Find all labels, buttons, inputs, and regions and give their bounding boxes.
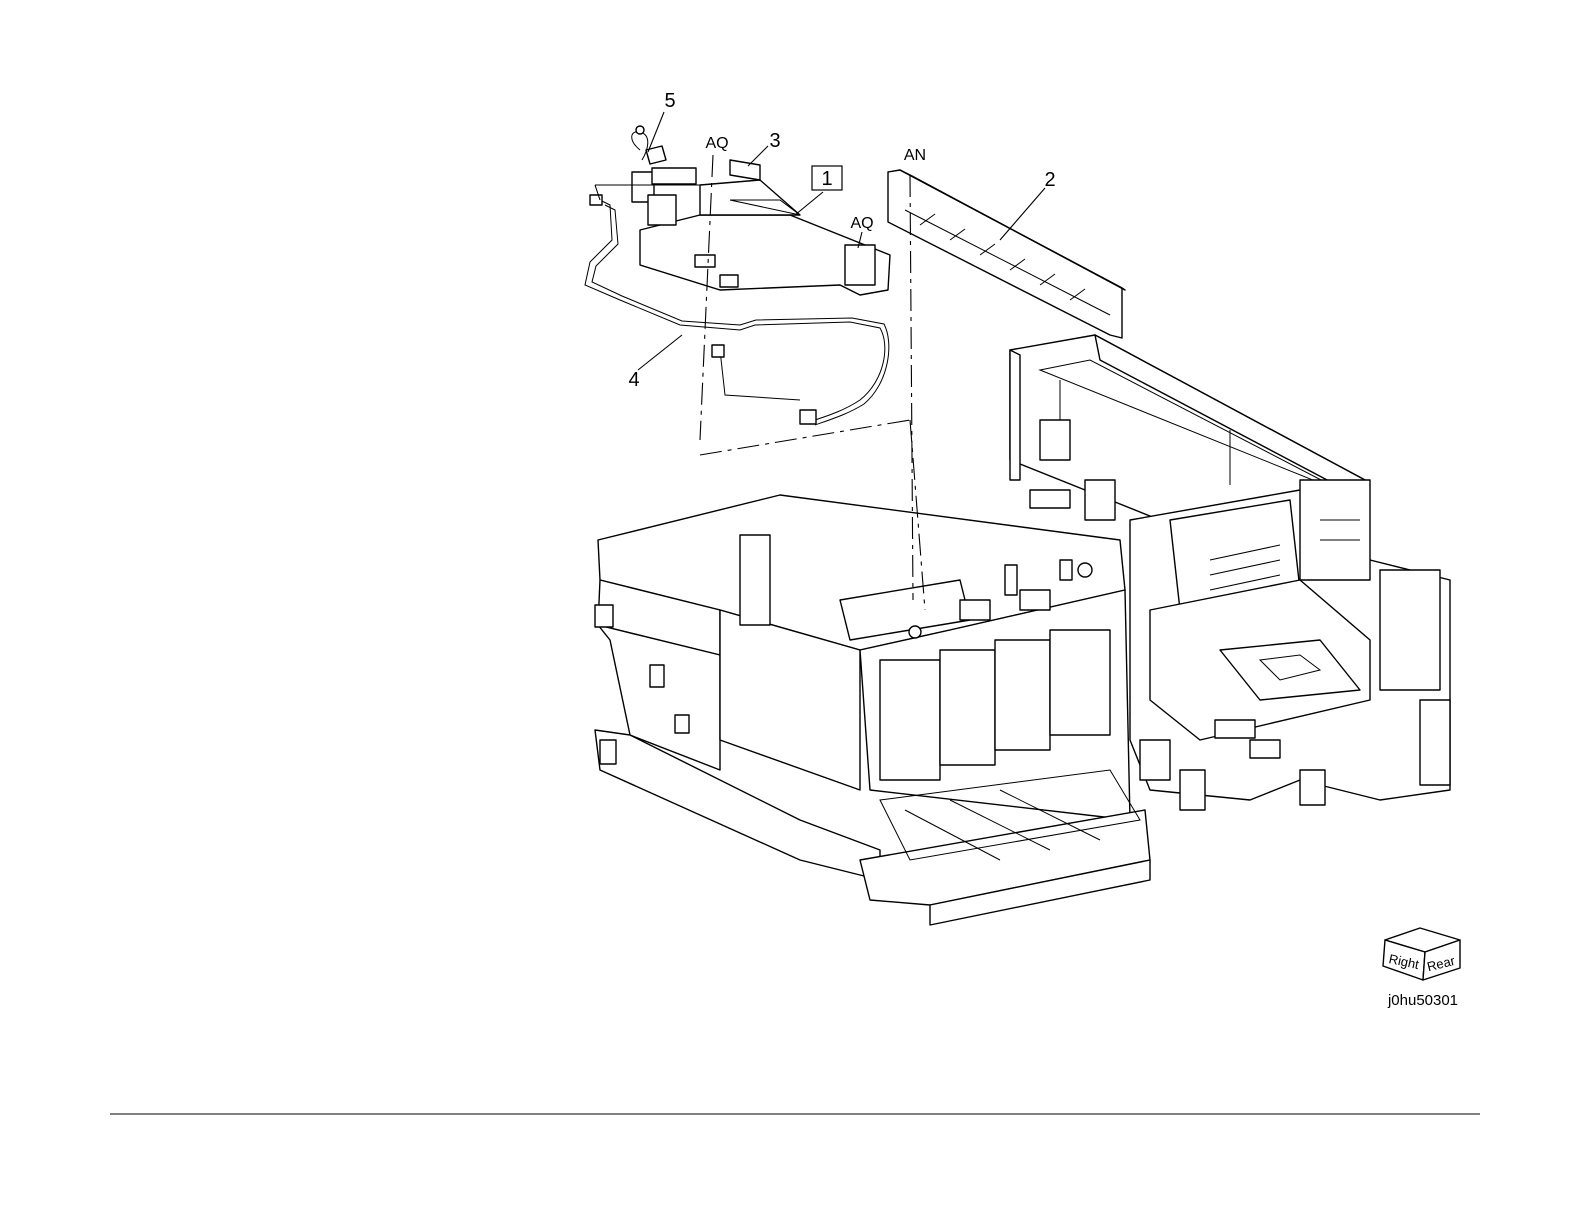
callout-4-label: 4 (628, 369, 639, 391)
callout-5-label: 5 (664, 90, 675, 112)
part-5-sensor (632, 126, 696, 225)
callout-2-label: 2 (1044, 169, 1055, 191)
ref-mark-aq-upper: AQ (705, 135, 728, 152)
main-frame (595, 335, 1450, 925)
part-2-rear-cover (888, 170, 1125, 338)
ref-mark-aq-lower: AQ (850, 215, 873, 232)
callout-1-label: 1 (821, 168, 832, 190)
part-1-sensor-bracket-assembly (640, 180, 890, 295)
figure-id: j0hu50301 (1387, 992, 1458, 1009)
ref-mark-an: AN (904, 147, 926, 164)
part-3-plate (730, 160, 760, 180)
orientation-cube: Right Rear (1383, 928, 1460, 980)
callout-3-label: 3 (769, 130, 780, 152)
